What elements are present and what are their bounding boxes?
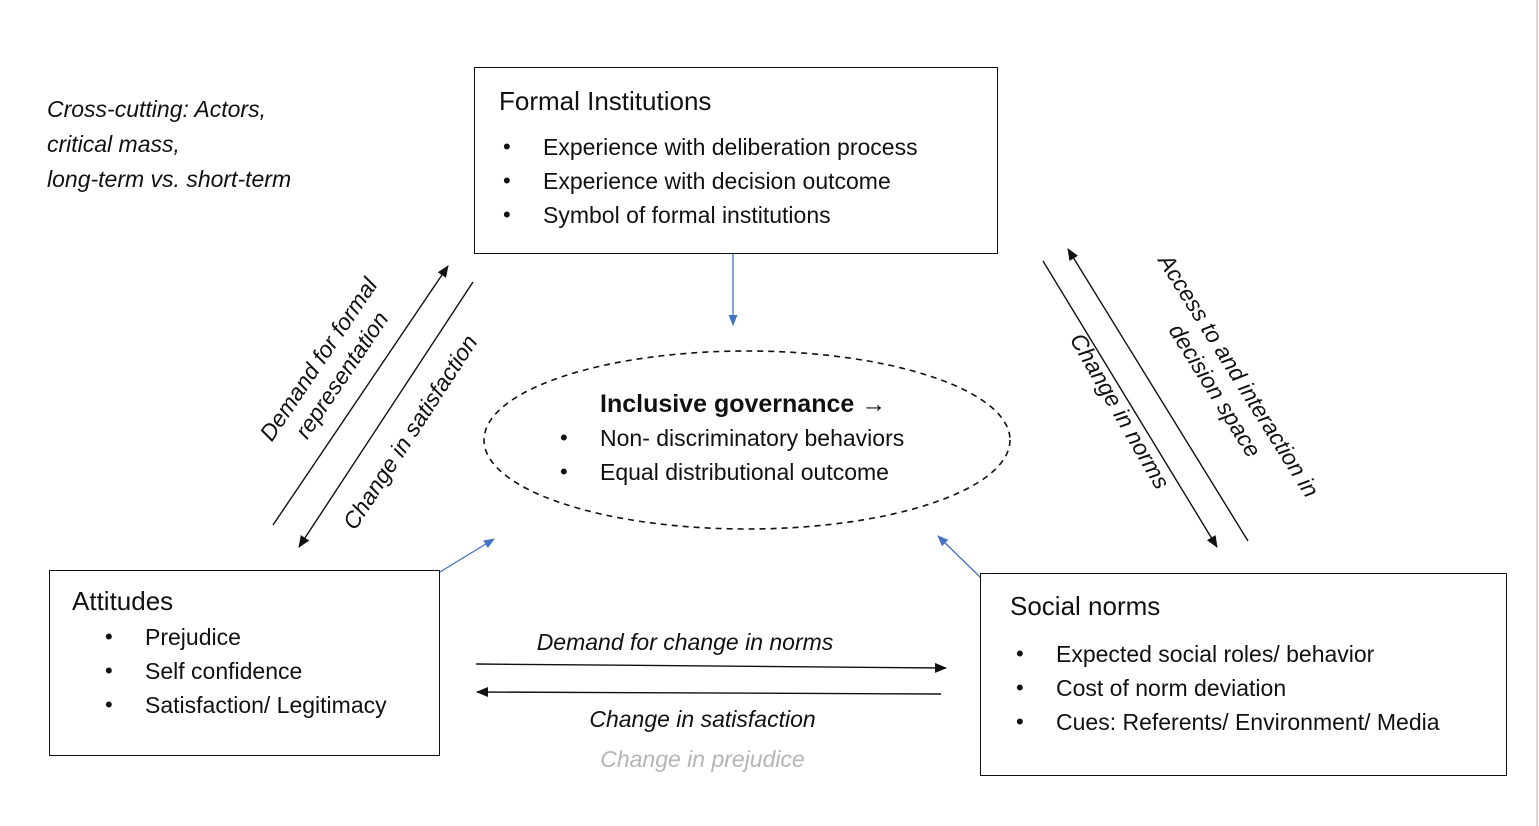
list-item: Expected social roles/ behavior xyxy=(1012,637,1506,671)
list-item: Equal distributional outcome xyxy=(556,455,976,489)
list-item: Satisfaction/ Legitimacy xyxy=(101,688,439,722)
change-satisfaction-bottom-arrow xyxy=(476,687,942,698)
demand-change-norms-label: Demand for change in norms xyxy=(536,629,834,655)
cross-cutting-note: Cross-cutting: Actors, critical mass, lo… xyxy=(47,92,291,197)
formal-institutions-list: Experience with deliberation process Exp… xyxy=(499,130,997,232)
list-item: Non- discriminatory behaviors xyxy=(556,421,976,455)
inclusive-governance-ellipse xyxy=(483,350,1011,530)
window-edge xyxy=(1536,0,1538,826)
inclusive-governance-list: Non- discriminatory behaviors Equal dist… xyxy=(556,421,976,489)
change-satisfaction-bottom-label: Change in satisfaction xyxy=(589,706,816,732)
attitudes-title: Attitudes xyxy=(72,586,174,616)
list-item: Prejudice xyxy=(101,620,439,654)
demand-formal-arrow xyxy=(272,265,449,526)
list-item: Self confidence xyxy=(101,654,439,688)
cross-cutting-line-2: critical mass, xyxy=(47,131,180,157)
formal-institutions-box: Formal Institutions Experience with deli… xyxy=(474,67,998,254)
social-norms-list: Expected social roles/ behavior Cost of … xyxy=(1010,637,1506,739)
formal-institutions-title: Formal Institutions xyxy=(499,86,712,116)
demand-change-norms-arrow xyxy=(475,662,947,673)
attitudes-to-governance-arrow xyxy=(439,538,495,573)
social-norms-title: Social norms xyxy=(1010,591,1161,621)
inclusive-governance-content: Inclusive governance → Non- discriminato… xyxy=(556,387,976,489)
list-item: Cues: Referents/ Environment/ Media xyxy=(1012,705,1506,739)
list-item: Experience with decision outcome xyxy=(499,164,997,198)
cross-cutting-line-1: Cross-cutting: Actors, xyxy=(47,96,266,122)
list-item: Cost of norm deviation xyxy=(1012,671,1506,705)
change-satisfaction-left-arrow xyxy=(298,281,474,548)
change-norms-arrow xyxy=(1042,260,1218,548)
attitudes-box: Attitudes Prejudice Self confidence Sati… xyxy=(49,570,440,756)
change-prejudice-label: Change in prejudice xyxy=(600,746,805,772)
list-item: Symbol of formal institutions xyxy=(499,198,997,232)
access-decision-arrow xyxy=(1067,248,1249,542)
attitudes-list: Prejudice Self confidence Satisfaction/ … xyxy=(72,620,439,722)
norms-to-governance-arrow xyxy=(937,535,982,579)
social-norms-box: Social norms Expected social roles/ beha… xyxy=(980,573,1507,776)
cross-cutting-line-3: long-term vs. short-term xyxy=(47,166,292,192)
inclusive-governance-title: Inclusive governance → xyxy=(600,390,887,418)
list-item: Experience with deliberation process xyxy=(499,130,997,164)
